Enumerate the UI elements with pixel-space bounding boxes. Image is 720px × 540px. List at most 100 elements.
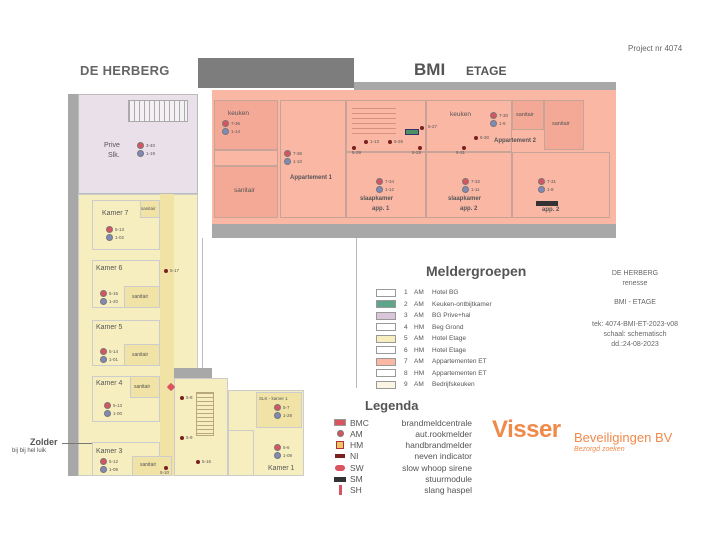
legenda-desc: neven indicator xyxy=(414,451,472,462)
detector-code-keuken-right-b: 1-9 xyxy=(499,121,506,126)
detector-code-slaapkamer-1-a: 7-34 xyxy=(385,179,395,184)
stairs-bottom xyxy=(196,392,214,436)
room-sanitair-r2 xyxy=(544,100,584,150)
stuurmodule-block xyxy=(536,201,558,206)
meldergroep-number: 7 xyxy=(404,358,408,365)
room-label-sanitair-r1: sanitair xyxy=(516,112,534,118)
room-label-kamer-7: Kamer 7 xyxy=(102,210,129,217)
detector-code-app1-hall-a: 7-36 xyxy=(293,151,303,156)
meldergroepen-title: Meldergroepen xyxy=(426,263,527,279)
logo-visser: Visser xyxy=(492,416,561,443)
room-label-slaapkamer-1: slaapkamer xyxy=(360,196,394,202)
room-label-slk-kamer-1: SLK - kamer 1 xyxy=(259,396,288,401)
detector-hm-app2-main xyxy=(538,186,545,193)
ni-icon xyxy=(330,454,350,459)
room-label-appartement-2: Appartement 2 xyxy=(494,138,537,144)
meldergroep-label: Bedrijfskeuken xyxy=(432,381,475,388)
bmc-icon xyxy=(334,419,346,426)
am-icon xyxy=(336,430,344,438)
courtyard-line xyxy=(356,238,357,388)
room-label-app-2-right: app. 2 xyxy=(542,207,560,213)
meldergroep-swatch xyxy=(376,300,396,308)
meldergroep-type: HM xyxy=(414,323,425,331)
meldergroep-label: Appartementen ET xyxy=(432,358,487,365)
sw-icon xyxy=(335,464,345,471)
sw-icon xyxy=(330,464,350,471)
legenda-desc: slang haspel xyxy=(424,485,472,496)
legenda-abbr: AM xyxy=(350,428,363,439)
room-sanitair-r1 xyxy=(512,100,544,130)
room-label-slk: Slk. xyxy=(108,152,120,159)
detector-code-keuken-right-a: 7-30 xyxy=(499,113,509,118)
sm-icon xyxy=(330,476,350,482)
meldergroep-number: 4 xyxy=(404,323,408,331)
detector-am-app2-main xyxy=(538,178,545,185)
meldergroep-swatch xyxy=(376,346,396,354)
legenda-desc: stuurmodule xyxy=(425,474,472,484)
meldergroep-number: 1 xyxy=(404,289,408,296)
room-label-keuken-right: keuken xyxy=(450,111,471,118)
meldergroep-swatch xyxy=(376,380,396,389)
meldergroep-swatch xyxy=(376,288,396,297)
indicator-code-k6-side: 5-17 xyxy=(170,268,180,273)
legenda-desc: aut.rookmelder xyxy=(415,428,472,439)
detector-hm-kamer-7 xyxy=(106,234,113,241)
detector-hm-slaapkamer-1 xyxy=(376,186,383,193)
room-label-kamer-6: Kamer 6 xyxy=(96,265,123,272)
info-plan: BMI - ETAGE xyxy=(614,299,656,306)
logo-tagline: Bezorgd zoeken xyxy=(574,446,625,453)
detector-code-kamer-5-a: 5-14 xyxy=(109,349,119,354)
meldergroep-type: AM xyxy=(414,381,424,388)
room-label-kamer-5: Kamer 5 xyxy=(96,324,123,331)
building-title: DE HERBERG xyxy=(80,63,170,78)
room-slaapkamer-2 xyxy=(426,152,512,218)
plan-subtitle: ETAGE xyxy=(466,64,507,78)
room-sanitair-left xyxy=(214,166,278,218)
indicator-top-d xyxy=(418,146,422,150)
legenda-row: AM aut.rookmelder xyxy=(330,428,472,439)
room-sanitair-k4 xyxy=(130,376,160,398)
prive-inner-box xyxy=(128,100,188,122)
room-label-kamer-4: Kamer 4 xyxy=(96,380,123,387)
meldergroep-type: AM xyxy=(414,289,424,296)
room-keuken-left xyxy=(214,100,278,150)
room-label-sanitair-r2: sanitair xyxy=(552,121,570,127)
wall-stair-block xyxy=(174,368,212,378)
room-small-left xyxy=(214,150,278,166)
room-label-sanitair-k5: sanitair xyxy=(132,352,149,358)
detector-code-kamer-6-a: 5-15 xyxy=(109,291,119,296)
wall-left-vertical xyxy=(68,94,78,476)
detector-code-prive-b: 1-19 xyxy=(146,151,156,156)
indicator-code-top-d: 5-28 xyxy=(412,150,422,155)
meldergroep-type: AM xyxy=(414,335,424,342)
wall-bottom-apartments xyxy=(212,224,616,238)
indicator-top-g xyxy=(462,146,466,150)
meldergroep-label: Hotel Etage xyxy=(432,346,466,354)
room-label-sanitair-k4: sanitair xyxy=(134,384,151,390)
detector-hm-prive xyxy=(137,150,144,157)
wall-top-left xyxy=(198,58,354,88)
room-label-sanitair-left: sanitair xyxy=(234,187,255,194)
hm-icon xyxy=(330,441,350,450)
sh-icon xyxy=(338,485,342,496)
detector-am-slaapkamer-2 xyxy=(462,178,469,185)
indicator-k6-side xyxy=(164,269,168,273)
detector-code-kamer-1-b: 1-28 xyxy=(283,413,293,418)
info-place: renesse xyxy=(622,280,648,287)
wall-top-right xyxy=(354,82,616,90)
info-building: DE HERBERG xyxy=(611,270,659,277)
detector-code-kamer-4-a: 5-13 xyxy=(113,403,123,408)
room-label-app-1: app. 1 xyxy=(372,206,390,212)
room-kamer-4 xyxy=(92,376,160,422)
indicator-k3-mid xyxy=(196,460,200,464)
stairs-top xyxy=(352,108,396,138)
detector-code-kamer-5-b: 1-01 xyxy=(109,357,119,362)
meldergroep-label: Beg Grond xyxy=(432,323,464,331)
legenda-desc: brandmeldcentrale xyxy=(401,417,472,428)
